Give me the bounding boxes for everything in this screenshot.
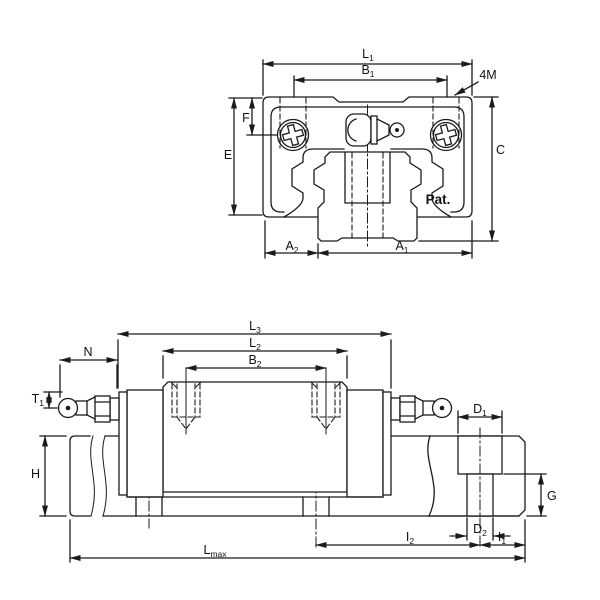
break-line-left bbox=[90, 435, 107, 517]
nipple-tip-dot bbox=[439, 405, 445, 411]
dim-label-t1: T1 bbox=[32, 392, 45, 408]
dim-label-d1: D1 bbox=[473, 402, 487, 418]
carriage-body-side bbox=[162, 381, 348, 493]
grease-nipple-right bbox=[390, 395, 453, 423]
mounting-hole-left bbox=[171, 368, 201, 435]
endcap-left bbox=[126, 389, 164, 498]
dim-label-b1: B1 bbox=[361, 63, 374, 79]
dim-label-h: H bbox=[31, 467, 40, 481]
dim-label-a1: A1 bbox=[395, 239, 408, 255]
screw-left bbox=[276, 118, 310, 152]
nipple-tip-dot bbox=[65, 405, 71, 411]
phillips-cross-icon bbox=[281, 123, 305, 147]
grease-nipple-left bbox=[57, 395, 120, 423]
dim-label-i2: I2 bbox=[406, 530, 414, 546]
seal-right bbox=[382, 391, 392, 496]
hole-countersink-ticks bbox=[170, 381, 342, 388]
thread-callout-leader bbox=[454, 81, 479, 96]
dim-label-n: N bbox=[83, 345, 92, 359]
side-view-dimensions bbox=[39, 331, 547, 563]
cavity-profile-left bbox=[283, 148, 345, 218]
dim-label-c: C bbox=[496, 143, 505, 157]
side-view: L3 L2 B2 N T1 H D1 G D2 I2 I1 Lmax bbox=[31, 319, 557, 563]
nipple-housing bbox=[345, 113, 372, 147]
nipple-housing-arc bbox=[347, 118, 357, 142]
mounting-hole-right bbox=[311, 368, 341, 435]
nipple-tip-dot bbox=[395, 128, 399, 132]
cavity-profile-right bbox=[390, 148, 452, 218]
seal-left bbox=[118, 391, 128, 496]
dim-label-l2: L2 bbox=[249, 336, 261, 352]
dim-label-l3: L3 bbox=[249, 319, 261, 335]
grease-nipple-front bbox=[345, 113, 405, 147]
nipple-flange bbox=[370, 115, 378, 145]
phillips-cross-icon bbox=[434, 123, 458, 147]
dim-label-l1: L1 bbox=[362, 47, 374, 63]
dim-label-b2: B2 bbox=[248, 353, 261, 369]
rail-bolt-thread-hidden bbox=[351, 152, 384, 238]
dim-label-d2: D2 bbox=[473, 522, 487, 538]
end-view-dimensions bbox=[228, 59, 499, 259]
thread-callout-label: 4M bbox=[479, 68, 496, 82]
endcap-right bbox=[346, 389, 384, 498]
dim-label-e: E bbox=[224, 148, 232, 162]
rail-left-end bbox=[69, 435, 91, 517]
dim-label-lmax: Lmax bbox=[203, 543, 227, 559]
dim-label-f: F bbox=[242, 111, 250, 125]
rail-hole-edges bbox=[135, 496, 330, 517]
dim-label-i1: I1 bbox=[498, 530, 506, 546]
nipple-cone bbox=[376, 118, 390, 142]
screw-hole-hidden-right bbox=[432, 97, 460, 149]
screw-right bbox=[429, 118, 463, 152]
dim-label-a2: A2 bbox=[285, 239, 298, 255]
screw-hole-hidden-left bbox=[279, 97, 307, 149]
dim-label-g: G bbox=[547, 489, 557, 503]
end-view: L1 B1 4M F E C A2 A1 Pat. bbox=[224, 47, 505, 259]
patent-label: Pat. bbox=[426, 192, 451, 207]
rail-section-hatched bbox=[427, 435, 526, 517]
